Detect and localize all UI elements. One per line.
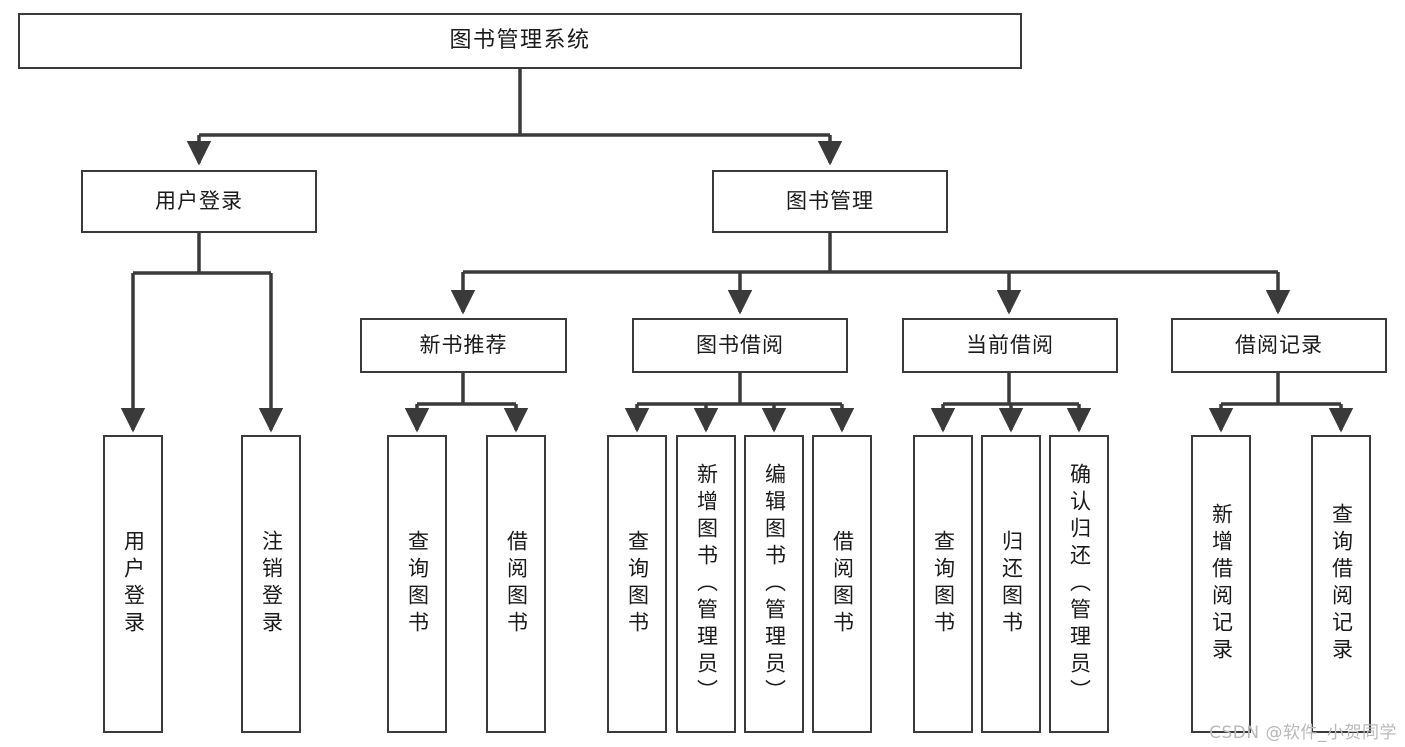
watermark-text: CSDN @软件_小贺同学 xyxy=(1209,723,1397,743)
node-current-borrow[interactable]: 当前借阅 xyxy=(902,318,1118,373)
node-leaf-borrow-book-1-label: 借阅图书 xyxy=(504,530,529,638)
node-root-label: 图书管理系统 xyxy=(449,28,591,54)
node-leaf-borrow-book-2-label: 借阅图书 xyxy=(830,530,855,638)
node-leaf-query-book-1[interactable]: 查询图书 xyxy=(387,435,447,733)
node-current-borrow-label: 当前借阅 xyxy=(966,333,1054,358)
node-leaf-add-book[interactable]: 新增图书（管理员） xyxy=(676,435,736,733)
node-book-manage-label: 图书管理 xyxy=(786,189,874,214)
node-leaf-borrow-book-1[interactable]: 借阅图书 xyxy=(486,435,546,733)
node-leaf-confirm-return[interactable]: 确认归还（管理员） xyxy=(1049,435,1109,733)
node-new-book-rec-label: 新书推荐 xyxy=(419,333,508,358)
node-leaf-add-record-label: 新增借阅记录 xyxy=(1209,503,1234,665)
node-leaf-query-book-1-label: 查询图书 xyxy=(405,530,430,638)
node-book-borrow-label: 图书借阅 xyxy=(696,333,784,358)
node-new-book-rec[interactable]: 新书推荐 xyxy=(360,318,567,373)
node-leaf-add-record[interactable]: 新增借阅记录 xyxy=(1191,435,1251,733)
node-borrow-record[interactable]: 借阅记录 xyxy=(1171,318,1387,373)
node-leaf-user-login[interactable]: 用户登录 xyxy=(103,435,163,733)
node-leaf-edit-book-label: 编辑图书（管理员） xyxy=(762,462,787,706)
node-leaf-edit-book[interactable]: 编辑图书（管理员） xyxy=(744,435,804,733)
node-book-manage[interactable]: 图书管理 xyxy=(712,170,948,233)
node-leaf-query-book-3-label: 查询图书 xyxy=(931,530,956,638)
node-leaf-query-record-label: 查询借阅记录 xyxy=(1329,503,1354,665)
node-leaf-return-book[interactable]: 归还图书 xyxy=(981,435,1041,733)
node-leaf-query-book-3[interactable]: 查询图书 xyxy=(913,435,973,733)
node-leaf-logout[interactable]: 注销登录 xyxy=(241,435,301,733)
node-leaf-borrow-book-2[interactable]: 借阅图书 xyxy=(812,435,872,733)
node-user-login-label: 用户登录 xyxy=(155,189,243,214)
node-root[interactable]: 图书管理系统 xyxy=(18,13,1022,69)
node-leaf-confirm-return-label: 确认归还（管理员） xyxy=(1067,462,1092,706)
node-leaf-query-record[interactable]: 查询借阅记录 xyxy=(1311,435,1371,733)
node-leaf-query-book-2[interactable]: 查询图书 xyxy=(607,435,667,733)
node-leaf-add-book-label: 新增图书（管理员） xyxy=(694,462,719,706)
node-book-borrow[interactable]: 图书借阅 xyxy=(632,318,848,373)
node-leaf-logout-label: 注销登录 xyxy=(259,530,284,638)
node-leaf-user-login-label: 用户登录 xyxy=(121,530,146,638)
node-leaf-query-book-2-label: 查询图书 xyxy=(625,530,650,638)
node-borrow-record-label: 借阅记录 xyxy=(1235,333,1323,358)
node-leaf-return-book-label: 归还图书 xyxy=(999,530,1024,638)
node-user-login[interactable]: 用户登录 xyxy=(81,170,317,233)
